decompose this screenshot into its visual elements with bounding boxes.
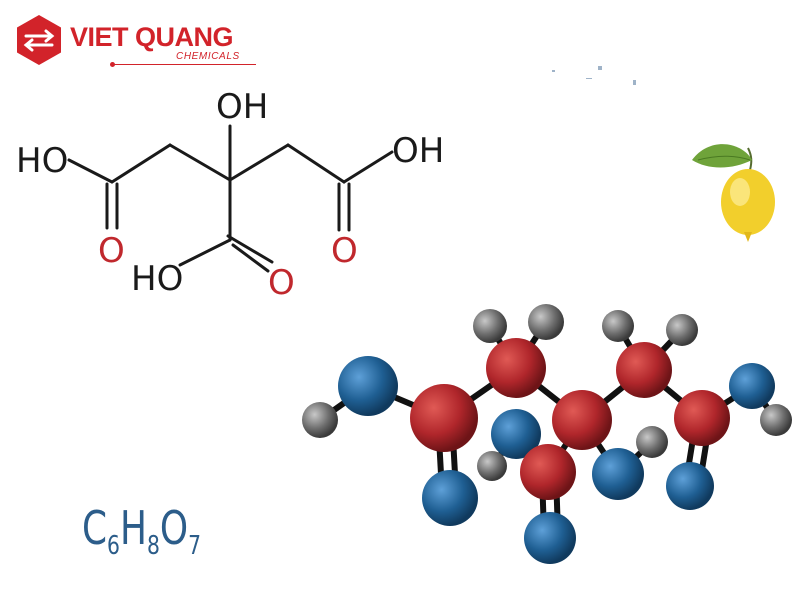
hydrogen-atom (473, 309, 507, 343)
oxygen-atom (666, 462, 714, 510)
brand-underline (112, 64, 256, 65)
oxygen-atom (422, 470, 478, 526)
lemon-icon (692, 144, 775, 242)
formula-count-c: 6 (107, 531, 120, 561)
hydrogen-atom (602, 310, 634, 342)
bond (228, 143, 290, 182)
hydrogen-atom (636, 426, 668, 458)
oxygen-label-bottom: O (268, 263, 295, 303)
hydroxyl-label-right: OH (392, 131, 444, 171)
oxygen-label-left: O (98, 231, 125, 271)
ball-and-stick-molecule (302, 304, 792, 564)
bond (178, 238, 232, 267)
bond (342, 150, 394, 184)
oxygen-label-right: O (331, 231, 358, 271)
bond (67, 158, 114, 184)
formula-element-h: H (119, 501, 147, 555)
hydroxyl-label-top: OH (216, 87, 268, 127)
carbon-atom (486, 338, 546, 398)
oxygen-atom (592, 448, 644, 500)
bond (110, 143, 172, 184)
hydrogen-atom (528, 304, 564, 340)
oxygen-atom (338, 356, 398, 416)
hydroxyl-label-bottom: HO (131, 259, 183, 299)
brand-name: VIET QUANG (70, 22, 234, 52)
formula-element-o: O (159, 501, 189, 555)
carbon-atom (616, 342, 672, 398)
carbon-atom (410, 384, 478, 452)
oxygen-atom (729, 363, 775, 409)
formula-element-c: C (82, 501, 108, 555)
carbon-atom (520, 444, 576, 500)
bond (226, 234, 274, 264)
carbon-atom (674, 390, 730, 446)
oxygen-atom (491, 409, 541, 459)
bond (168, 143, 232, 182)
hydroxyl-label-left: HO (16, 141, 68, 181)
carbon-atom (552, 390, 612, 450)
hexagon-logo-icon (17, 15, 61, 65)
molecular-formula: C6H8O7 (82, 505, 201, 559)
bond (286, 143, 346, 184)
oxygen-atom (524, 512, 576, 564)
formula-count-o: 7 (188, 531, 202, 561)
hydrogen-atom (760, 404, 792, 436)
hydrogen-atom (666, 314, 698, 346)
decor-specks (552, 66, 636, 85)
brand-logo: VIET QUANG CHEMICALS (16, 14, 256, 70)
brand-underline-dot (110, 62, 115, 67)
formula-count-h: 8 (146, 531, 160, 561)
hydrogen-atom (477, 451, 507, 481)
hydrogen-atom (302, 402, 338, 438)
bond (231, 243, 270, 273)
brand-subtitle: CHEMICALS (176, 51, 240, 62)
